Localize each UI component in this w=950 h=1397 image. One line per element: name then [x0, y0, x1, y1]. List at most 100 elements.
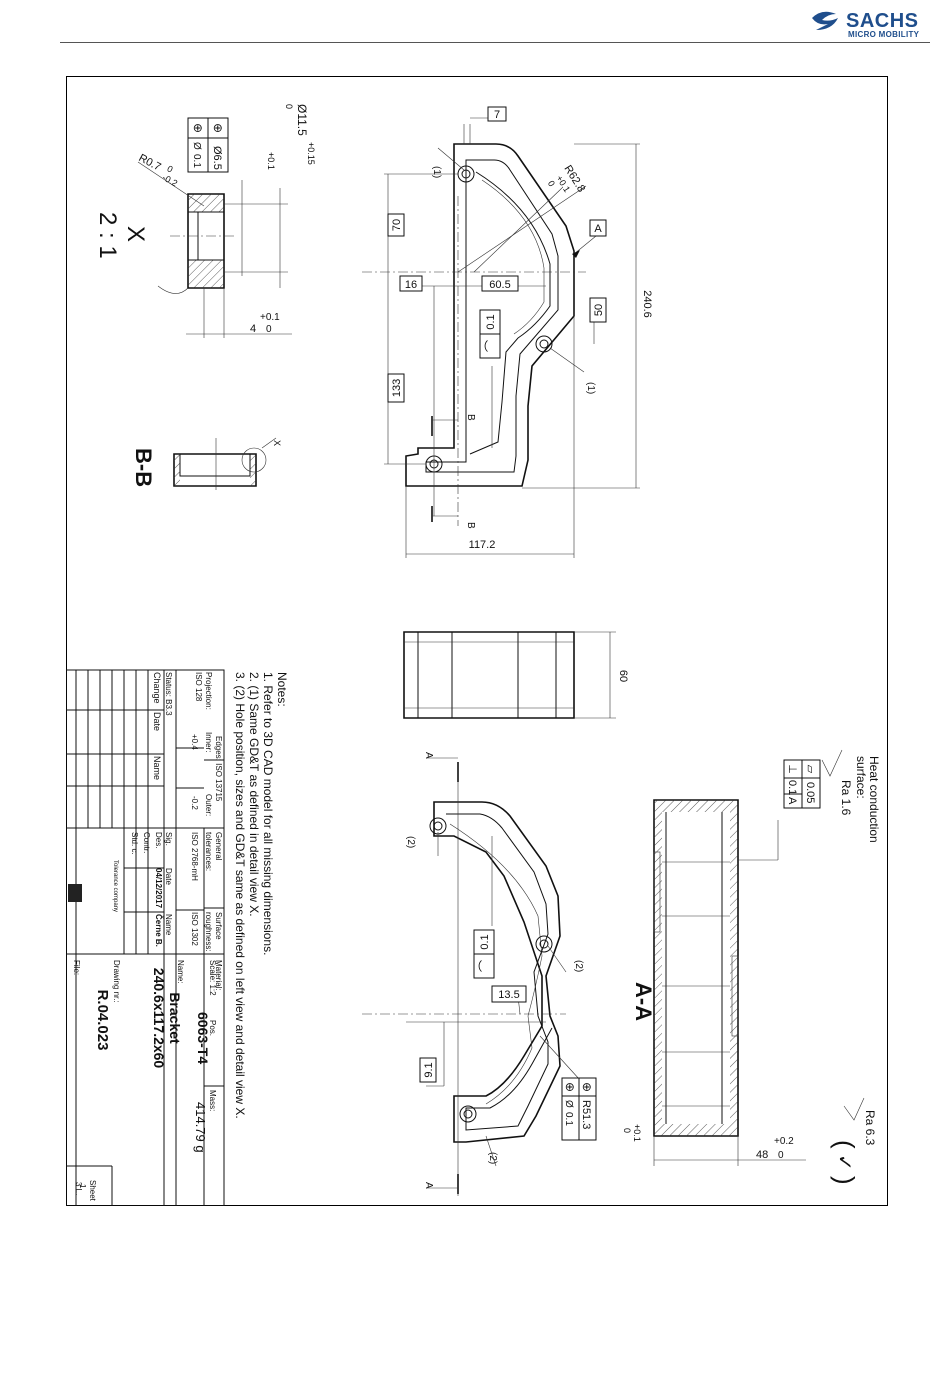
dim-48: 48 [756, 1149, 768, 1161]
dim-d11-5-up: +0.15 [306, 142, 316, 165]
callout-2-mid: (2) [573, 960, 584, 972]
bottom-bracket-view [362, 757, 581, 1196]
datum-a: A [594, 223, 602, 235]
dim-50: 50 [593, 304, 605, 316]
section-bb-view: B-B X [131, 437, 282, 490]
dim-133: 133 [391, 379, 403, 397]
dim-117-2: 117.2 [469, 539, 496, 551]
general-tol-label: General [214, 832, 223, 861]
detail-x-dimensions: Ø11.5 0 +0.15 ⊕ Ø6.5 ⊕ Ø 0.1 +0.1 R0.7 0… [94, 104, 316, 335]
mass-label: Mass: [208, 1090, 217, 1111]
title-block: Status: B3.3 Projection:ISO 128 Edges: I… [66, 669, 225, 1206]
outer-label: Outer: [204, 794, 213, 816]
dim-r0-7-up: 0 [165, 163, 174, 174]
dim-70: 70 [391, 219, 403, 231]
paren-open: ( [830, 1140, 860, 1149]
surface-val: ISO 1302 [190, 912, 199, 946]
sachs-swoosh-icon [812, 11, 838, 30]
profile-tol-2: 0.1 [479, 934, 491, 949]
profile-tol-1: 0.1 [485, 314, 497, 329]
roughness-symbol-icon [821, 749, 843, 777]
perp-datum: A [786, 797, 798, 805]
inner-label: Inner: [204, 732, 213, 752]
dim-13-5: 13.5 [498, 989, 519, 1001]
profile-symbol-icon-2: ⌒ [478, 960, 492, 972]
heat-title: Heat conduction [867, 756, 881, 843]
company-logo-block [68, 884, 82, 902]
technical-drawing: 7 70 16 60.5 50 133 240.6 117.2 R62.8 +0… [66, 104, 881, 1206]
hole-a-top [429, 817, 447, 835]
general-tol-label2: tolerances: [204, 832, 213, 871]
cut-a-top: A [423, 752, 434, 759]
dim-r51-3: R51.3 [580, 1100, 592, 1129]
sachs-logo: SACHS MICRO MOBILITY [808, 8, 943, 40]
outer-val: -0.2 [190, 796, 199, 810]
header-divider [60, 42, 930, 43]
rev-header-change: Change [152, 672, 162, 704]
cut-b-bottom: B [465, 522, 476, 529]
section-bb-label: B-B [131, 448, 156, 487]
paren-close: ) [830, 1176, 860, 1185]
rev-header-date: Date [152, 712, 162, 731]
hole-mid-1 [535, 335, 553, 353]
rev-header-name: Name [152, 756, 162, 780]
callout-1-mid: (1) [585, 382, 596, 394]
date-header: Date [164, 868, 173, 885]
note-line-3: 3. (2) Hole position, sizes and GD&T sam… [233, 672, 247, 1119]
notes-block: Notes: 1. Refer to 3D CAD model for all … [233, 672, 289, 1119]
notes-title: Notes: [275, 672, 289, 707]
projection-label: Projection: [204, 672, 213, 710]
svg-text:0: 0 [546, 179, 557, 189]
name-label: Name: [176, 960, 185, 984]
hole-a-bottom [459, 1105, 477, 1123]
check-roughness-icon: ✓ [833, 1154, 855, 1171]
surface-label2: roughness: [204, 912, 213, 952]
heat-conduction-block: Heat conduction surface: Ra 1.6 ▱ 0.05 ⊥… [783, 749, 881, 843]
position-symbol-icon-2: ⊕ [191, 123, 205, 133]
company-small: Tolerance company [112, 860, 118, 912]
top-view [362, 117, 640, 558]
bottom-bracket-dims: ⌒ 0.1 13.5 9.1 ⊕ R51.3 ⊕ Ø 0.1 +0.1 0 (2… [405, 752, 642, 1189]
drawing-label: Drawing nr.: [112, 960, 121, 1003]
brand-name: SACHS [846, 10, 919, 32]
sheets-label: 3 L. [74, 1182, 83, 1195]
section-aa-view: A-A 48 +0.2 0 [631, 799, 806, 1166]
dim-48-up: +0.2 [774, 1136, 794, 1147]
scale-label: Scale: 1:2 [208, 960, 217, 996]
mass-val: 414.79 g [193, 1102, 208, 1153]
position-symbol-icon-4: ⊕ [563, 1082, 577, 1092]
material-val: 6063-T4 [195, 1012, 211, 1064]
note-line-1: 1. Refer to 3D CAD model for all missing… [261, 672, 275, 955]
dim-d11-5: Ø11.5 [295, 104, 309, 136]
dim-d6-5: Ø6.5 [211, 146, 223, 170]
dim-16: 16 [405, 279, 417, 291]
dim-4: 4 [250, 323, 256, 335]
dim-48-lo: 0 [778, 1150, 784, 1161]
detail-x-view [137, 161, 292, 338]
dim-r0-7-lo: -0.2 [161, 172, 179, 188]
projection-std: ISO 128 [194, 672, 203, 702]
des-date: 04/12/2017 [154, 868, 163, 909]
flat-tol: 0.05 [804, 782, 816, 803]
part-dims: 240.6x117.2x60 [151, 968, 167, 1069]
dim-60-5: 60.5 [489, 279, 510, 291]
drawing-nr: R.04.023 [94, 990, 111, 1051]
roughness-symbol-icon-2 [843, 1097, 865, 1121]
material-label: Material: [214, 960, 223, 991]
perpendicular-symbol-icon: ⊥ [786, 764, 798, 774]
status-label: Status: B3.3 [164, 672, 173, 716]
name-header: Name [164, 914, 173, 936]
sheet-val: 1 [78, 1184, 87, 1189]
std-label: Std. c. [130, 832, 139, 855]
position-symbol-icon-3: ⊕ [580, 1082, 594, 1092]
dim-d6-5-up: +0.1 [266, 152, 276, 170]
contr-label: Contr. [142, 832, 151, 853]
brand-tagline: MICRO MOBILITY [848, 30, 920, 39]
des-name: Černe B. [154, 914, 163, 947]
side-view: 60 [403, 631, 629, 719]
dim-9-1: 9.1 [423, 1062, 435, 1077]
part-name: Bracket [167, 992, 183, 1044]
callout-2-bottom: (2) [487, 1152, 498, 1164]
file-label: File: [72, 960, 81, 975]
cut-b-top: B [465, 414, 476, 421]
